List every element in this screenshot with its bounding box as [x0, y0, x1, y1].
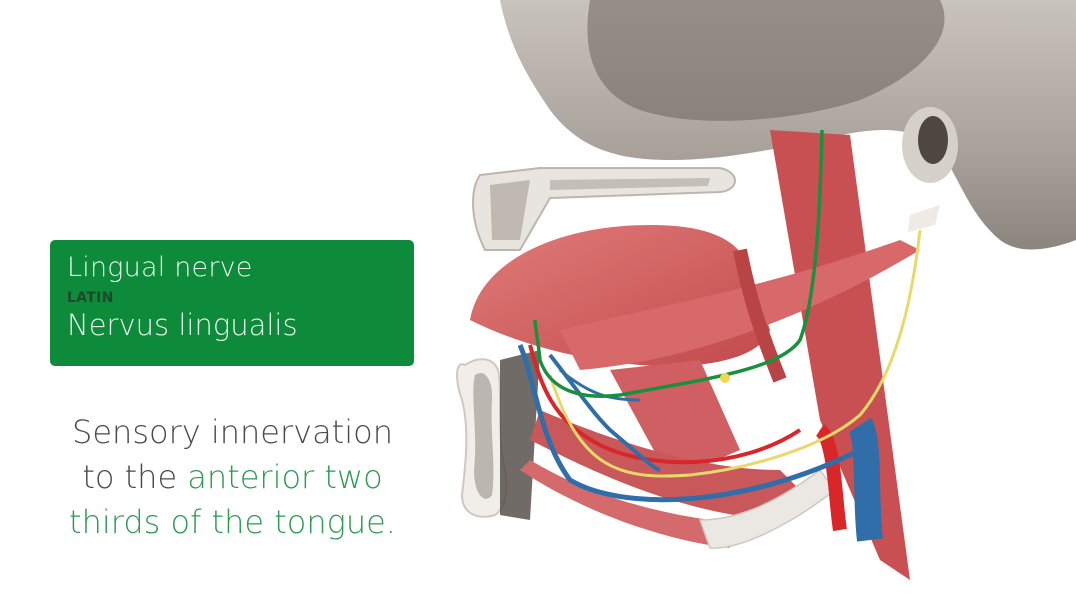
structure-name: Lingual nerve — [67, 252, 253, 283]
submandibular-ganglion — [720, 373, 730, 383]
latin-name: Nervus lingualis — [67, 308, 298, 342]
description-line-2: to the anterior two — [40, 455, 425, 500]
hard-palate — [472, 167, 736, 251]
lingual-nerve-highlighted — [533, 129, 824, 398]
description-highlight-2: thirds of the tongue. — [69, 503, 396, 541]
tongue-muscles — [470, 130, 920, 580]
styloid-process — [908, 205, 940, 232]
description-highlight-1: anterior two — [187, 458, 383, 496]
skull-base — [500, 0, 1076, 250]
anatomy-illustration — [456, 0, 1076, 580]
structure-label-card: Lingual nerve LATIN Nervus lingualis — [50, 240, 414, 366]
hypoglossal-nerve — [548, 229, 922, 478]
nerves — [533, 129, 922, 478]
function-description: Sensory innervation to the anterior two … — [40, 410, 425, 545]
mandible-section — [456, 350, 540, 520]
description-plain-text: to the — [82, 458, 188, 496]
latin-tag: LATIN — [67, 290, 114, 306]
description-line-1: Sensory innervation — [72, 413, 393, 451]
blood-vessels — [517, 344, 883, 542]
